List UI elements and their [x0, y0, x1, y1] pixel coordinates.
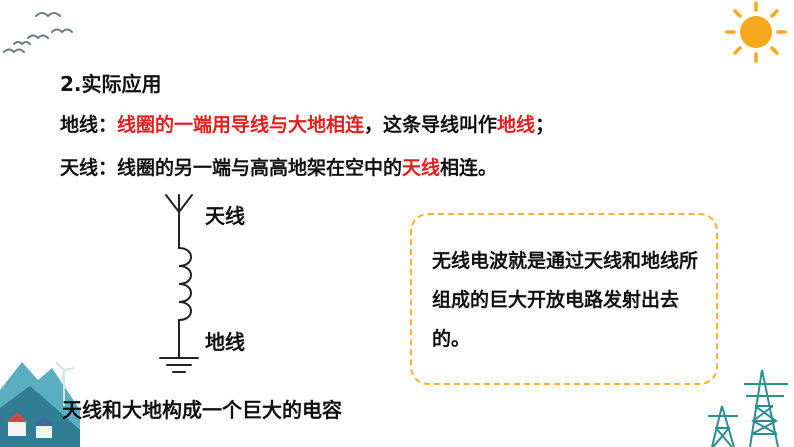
- antenna-label: 天线: [205, 204, 245, 228]
- sun-icon: [725, 1, 787, 63]
- ground-wire-highlight: 线圈的一端用导线与大地相连: [117, 114, 365, 136]
- ground-wire-middle: ，这条导线叫作: [364, 114, 498, 136]
- ground-label: 地线: [205, 330, 245, 354]
- antenna-definition: 天线：线圈的另一端与高高地架在空中的天线相连。: [60, 153, 497, 180]
- antenna-coil-diagram: [159, 194, 199, 373]
- caption: 天线和大地构成一个巨大的电容: [62, 398, 342, 422]
- section-heading: 2.实际应用: [60, 72, 162, 96]
- ground-wire-definition: 地线：线圈的一端用导线与大地相连，这条导线叫作地线；: [60, 110, 554, 137]
- ground-wire-prefix: 地线：: [60, 114, 118, 136]
- landscape-icon: [0, 361, 80, 447]
- note-text: 无线电波就是通过天线和地线所组成的巨大开放电路发射出去的。: [432, 250, 699, 350]
- antenna-prefix: 天线：线圈的另一端与高高地架在空中的: [60, 157, 403, 179]
- inductor-coil: [178, 247, 192, 321]
- antenna-term: 天线: [402, 157, 441, 179]
- birds-icon: [3, 12, 73, 54]
- antenna-symbol: [165, 194, 193, 214]
- ground-wire-suffix: ；: [535, 114, 555, 136]
- antenna-suffix: 相连。: [440, 157, 498, 179]
- power-tower-icon: [708, 369, 788, 447]
- ground-wire-term: 地线: [497, 114, 536, 136]
- note-box: [410, 213, 718, 385]
